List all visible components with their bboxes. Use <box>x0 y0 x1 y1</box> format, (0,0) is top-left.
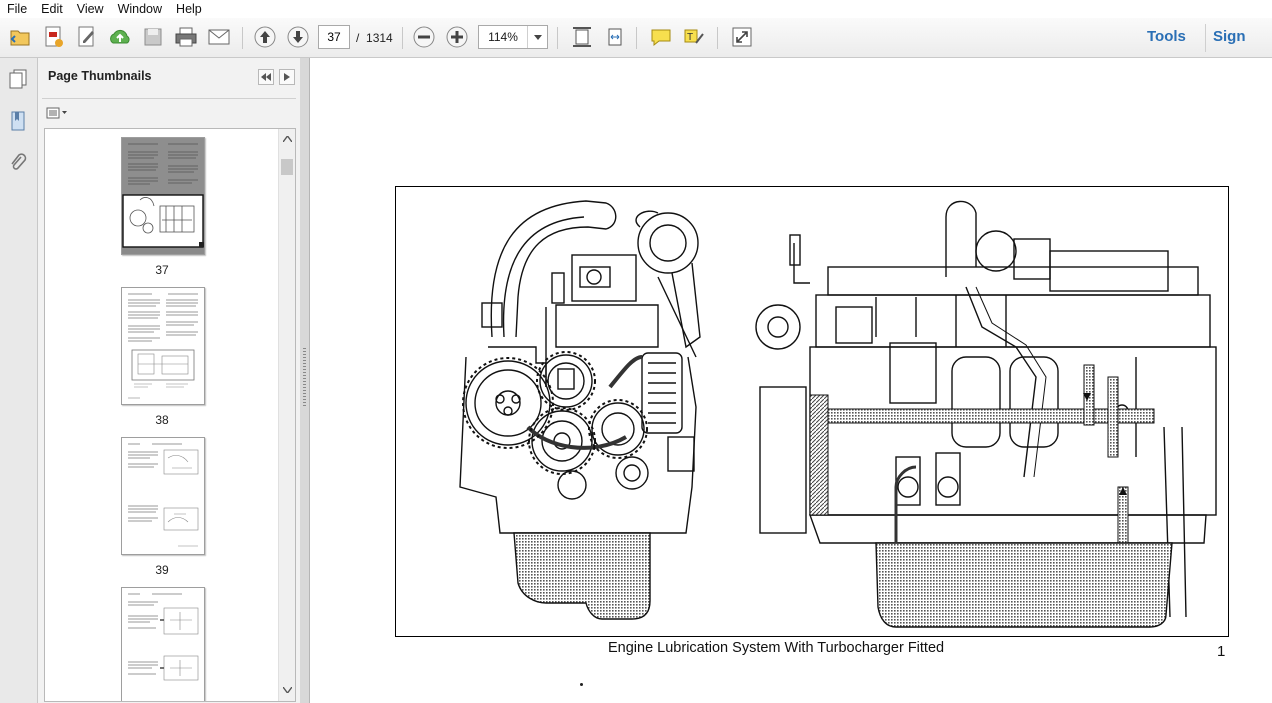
menu-edit[interactable]: Edit <box>41 2 63 16</box>
document-view: Engine Lubrication System With Turbochar… <box>310 58 1272 703</box>
menu-file[interactable]: File <box>7 2 28 16</box>
thumbnail-page-37[interactable] <box>121 137 205 255</box>
page-count: / 1314 <box>356 31 393 45</box>
fullscreen-icon[interactable] <box>729 24 755 50</box>
panel-title: Page Thumbnails <box>48 69 152 83</box>
page-number-input[interactable] <box>318 25 350 49</box>
sign-button[interactable]: Sign <box>1213 28 1246 45</box>
zoom-out-icon[interactable] <box>411 24 437 50</box>
email-icon[interactable] <box>206 24 232 50</box>
chevron-down-icon[interactable] <box>527 26 547 48</box>
svg-text:T: T <box>687 32 693 43</box>
navigation-rail <box>0 58 38 703</box>
thumbnail-page-38[interactable] <box>121 287 205 405</box>
upload-icon[interactable] <box>107 24 133 50</box>
menu-window[interactable]: Window <box>117 2 163 16</box>
toolbar-separator <box>242 27 243 49</box>
print-icon[interactable] <box>173 24 199 50</box>
thumbnail-label: 39 <box>155 563 169 577</box>
scroll-down-icon[interactable] <box>281 684 293 696</box>
splitter-grip[interactable] <box>303 348 306 408</box>
toolbar-separator <box>402 27 403 49</box>
menu-bar: File Edit View Window Help <box>0 0 1272 19</box>
toolbar-separator <box>557 27 558 49</box>
engine-lubrication-figure <box>395 186 1229 637</box>
zoom-select[interactable]: 114% <box>478 25 548 49</box>
collapse-panel-icon[interactable] <box>258 69 274 85</box>
edit-icon[interactable] <box>74 24 100 50</box>
zoom-in-icon[interactable] <box>444 24 470 50</box>
panel-splitter[interactable] <box>300 58 310 703</box>
toolbar-separator <box>717 27 718 49</box>
page-thumbnails-panel: Page Thumbnails <box>38 58 301 703</box>
thumbnail-options-button[interactable] <box>46 106 70 120</box>
fit-page-icon[interactable] <box>569 24 595 50</box>
engine-diagram <box>459 200 1217 628</box>
thumbnail-list: 37 38 <box>44 128 296 702</box>
next-page-icon[interactable] <box>285 24 311 50</box>
save-icon[interactable] <box>140 24 166 50</box>
highlight-icon[interactable]: T <box>681 24 707 50</box>
toolbar-separator <box>636 27 637 49</box>
menu-help[interactable]: Help <box>176 2 202 16</box>
page-mark <box>580 683 583 686</box>
comment-icon[interactable] <box>648 24 674 50</box>
thumbnail-page-40[interactable] <box>121 587 205 701</box>
page-thumbnails-icon[interactable] <box>6 66 30 92</box>
toolbar: / 1314 114% T Tools Sign <box>0 18 1272 58</box>
expand-panel-icon[interactable] <box>279 69 295 85</box>
toolbar-separator <box>1205 24 1206 52</box>
bookmarks-icon[interactable] <box>6 108 30 134</box>
thumbnail-page-39[interactable] <box>121 437 205 555</box>
zoom-value: 114% <box>488 30 518 44</box>
previous-page-icon[interactable] <box>252 24 278 50</box>
menu-view[interactable]: View <box>76 2 104 16</box>
attachments-icon[interactable] <box>6 150 30 176</box>
create-pdf-icon[interactable] <box>41 24 67 50</box>
scrollbar-thumb[interactable] <box>281 159 293 175</box>
thumbnail-label: 38 <box>155 413 169 427</box>
thumbnail-scrollbar[interactable] <box>278 129 295 701</box>
thumbnail-label: 37 <box>155 263 169 277</box>
fit-width-icon[interactable] <box>602 24 628 50</box>
scroll-up-icon[interactable] <box>281 133 293 145</box>
open-icon[interactable] <box>8 24 34 50</box>
figure-caption: Engine Lubrication System With Turbochar… <box>608 640 945 656</box>
figure-number: 1 <box>1217 643 1226 660</box>
tools-button[interactable]: Tools <box>1147 28 1186 45</box>
divider <box>42 98 296 99</box>
